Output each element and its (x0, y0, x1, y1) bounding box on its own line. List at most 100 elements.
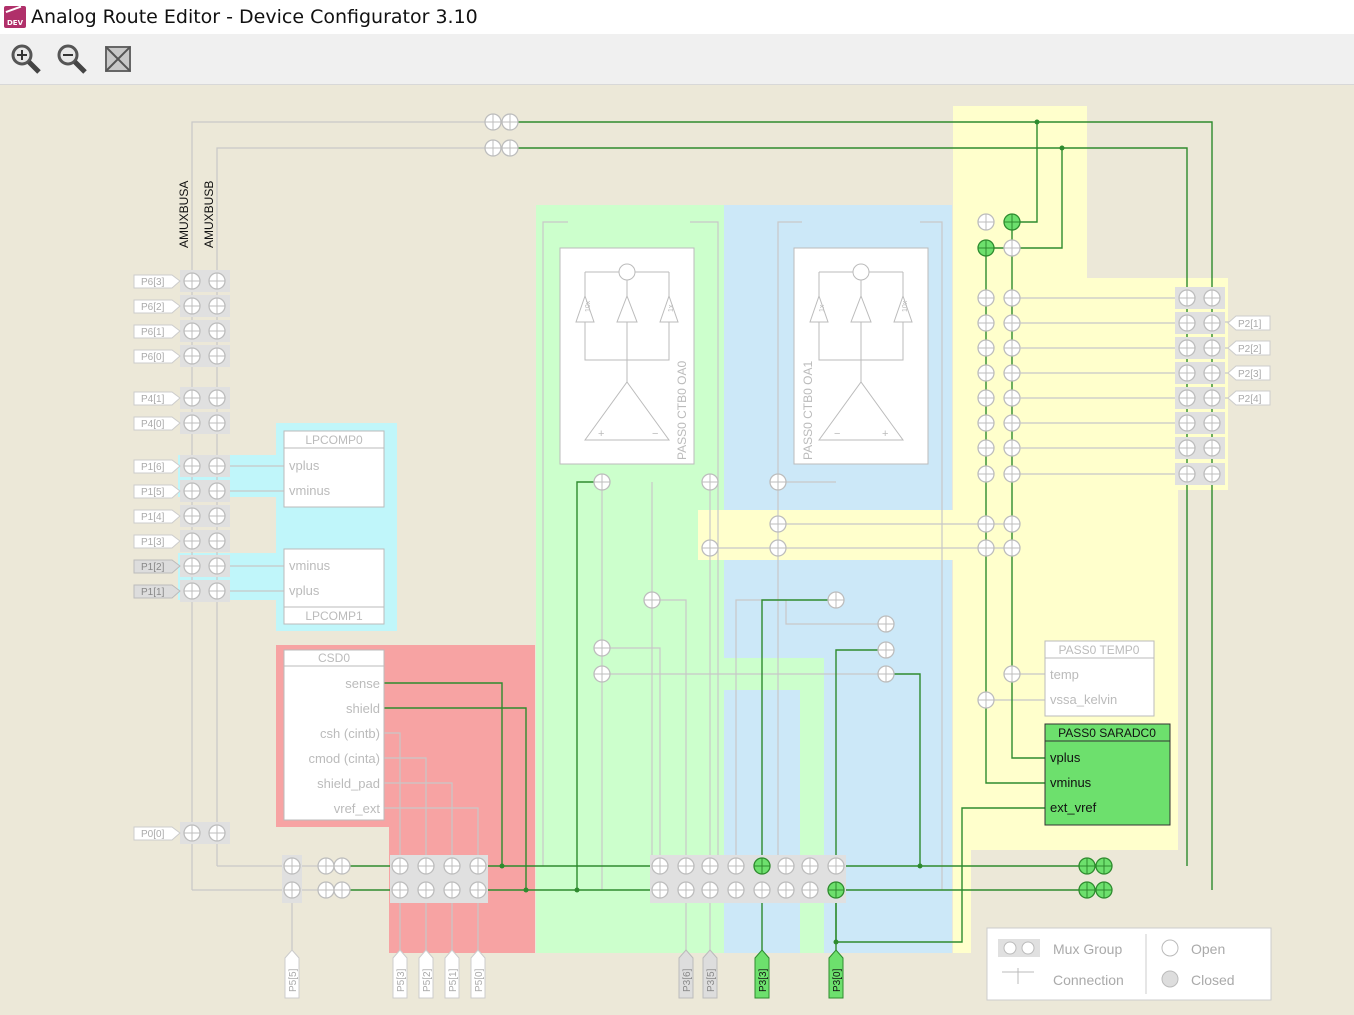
svg-text:P3[0]: P3[0] (832, 968, 843, 992)
svg-text:P5[5]: P5[5] (288, 968, 299, 992)
temp0-block[interactable]: PASS0 TEMP0 temp vssa_kelvin (1044, 640, 1155, 717)
csd0-port-sense: sense (345, 676, 380, 691)
pin-tag: P4[1] (133, 391, 181, 406)
connection-icon (1002, 968, 1034, 984)
oa0-buffer-10x: 10x (585, 300, 592, 312)
svg-text:P2[3]: P2[3] (1238, 369, 1262, 380)
svg-text:P3[6]: P3[6] (682, 968, 693, 992)
lpcomp0-port-vminus: vminus (289, 483, 331, 498)
saradc0-port-vminus: vminus (1050, 775, 1092, 790)
oa0-buffer-1x: 1x (668, 304, 675, 312)
pin-tag: P3[3] (754, 949, 770, 999)
svg-text:+: + (598, 428, 604, 440)
pin-tag: P1[1] (133, 584, 181, 599)
pin-tag: P1[6] (133, 459, 181, 474)
svg-text:P2[2]: P2[2] (1238, 344, 1262, 355)
pin-tag: P3[5] (702, 949, 718, 999)
pin-tag: P6[1] (133, 324, 181, 339)
pin-tag: P2[2] (1227, 340, 1271, 356)
saradc0-title: PASS0 SARADC0 (1058, 726, 1156, 740)
zoom-out-button[interactable] (54, 42, 90, 76)
pin-tag: P3[6] (678, 949, 694, 999)
legend-mux-group: Mux Group (1053, 941, 1122, 957)
svg-text:P5[3]: P5[3] (396, 968, 407, 992)
svg-text:P6[1]: P6[1] (141, 327, 165, 338)
csd0-block[interactable]: CSD0 sense shield csh (cintb) cmod (cint… (283, 649, 385, 821)
pin-tag: P6[3] (133, 274, 181, 289)
lpcomp0-block[interactable]: LPCOMP0 vplus vminus (283, 430, 385, 508)
left-pin-switches[interactable] (180, 270, 230, 844)
csd0-port-shield-pad: shield_pad (317, 776, 380, 791)
route-junctions (499, 119, 1065, 945)
oa1-label: PASS0 CTB0 OA1 (801, 361, 815, 460)
svg-text:P6[3]: P6[3] (141, 277, 165, 288)
svg-text:P3[5]: P3[5] (706, 968, 717, 992)
app-icon-label: DEV (6, 19, 23, 27)
svg-text:P6[2]: P6[2] (141, 302, 165, 313)
pin-tag: P5[0] (470, 949, 486, 999)
amuxbusa-label: AMUXBUSA (177, 181, 191, 248)
zoom-fit-icon (105, 46, 131, 72)
legend: Mux Group Connection Open Closed (986, 927, 1272, 1001)
right-pin-switches[interactable] (1175, 287, 1225, 485)
pin-tag: P4[0] (133, 416, 181, 431)
pin-tag: P3[0] (828, 949, 844, 999)
oa1-buffer-1x: 1x (819, 304, 826, 312)
top-mux-switches[interactable] (484, 113, 519, 157)
zoom-fit-button[interactable] (100, 42, 136, 76)
svg-text:P6[0]: P6[0] (141, 352, 165, 363)
left-pin-tags[interactable]: P6[3] P6[2] P6[1] P6[0] P4[1] P4[0] P1[6… (133, 274, 181, 841)
legend-connection: Connection (1053, 972, 1124, 988)
bottom-switches[interactable] (282, 855, 1113, 903)
oa1-buffer-10x: 10x (902, 300, 909, 312)
route-canvas[interactable]: AMUXBUSA AMUXBUSB P6[3] P6[2] P6[1] P6[0… (0, 85, 1354, 1015)
temp0-title: PASS0 TEMP0 (1059, 643, 1140, 657)
mux-group-icon (998, 939, 1040, 957)
svg-text:P1[2]: P1[2] (141, 562, 165, 573)
saradc0-port-ext-vref: ext_vref (1050, 800, 1097, 815)
pin-tag: P6[2] (133, 299, 181, 314)
svg-text:P5[2]: P5[2] (422, 968, 433, 992)
svg-text:P1[4]: P1[4] (141, 512, 165, 523)
csd0-port-csh: csh (cintb) (320, 726, 380, 741)
saradc0-block[interactable]: PASS0 SARADC0 vplus vminus ext_vref (1044, 723, 1171, 826)
zoom-in-button[interactable] (8, 42, 44, 76)
temp0-port-vssa: vssa_kelvin (1050, 692, 1117, 707)
svg-text:P1[1]: P1[1] (141, 587, 165, 598)
svg-text:P1[3]: P1[3] (141, 537, 165, 548)
svg-text:+: + (882, 428, 888, 440)
svg-text:P2[1]: P2[1] (1238, 319, 1262, 330)
pin-tag: P1[3] (133, 534, 181, 549)
svg-text:P1[6]: P1[6] (141, 462, 165, 473)
legend-closed: Closed (1191, 972, 1235, 988)
pin-tag: P2[4] (1227, 390, 1271, 406)
route-diagram[interactable]: AMUXBUSA AMUXBUSB P6[3] P6[2] P6[1] P6[0… (0, 85, 1354, 1015)
saradc0-port-vplus: vplus (1050, 750, 1081, 765)
oa0-block[interactable]: 10x 1x PASS0 CTB0 OA0 +− (559, 247, 695, 465)
window-title: Analog Route Editor - Device Configurato… (31, 6, 478, 28)
pin-tag: P5[3] (392, 949, 408, 999)
right-pin-tags[interactable]: P2[1] P2[2] P2[3] P2[4] (1227, 315, 1271, 406)
pin-tag: P6[0] (133, 349, 181, 364)
bottom-pin-tags[interactable]: P5[5] P5[3] P5[2] P5[1] P5[0] P3[6] P3[5… (284, 949, 844, 999)
pin-tag: P5[1] (444, 949, 460, 999)
pin-tag: P5[5] (284, 949, 300, 999)
svg-text:P5[1]: P5[1] (448, 968, 459, 992)
svg-text:P5[0]: P5[0] (474, 968, 485, 992)
svg-text:−: − (652, 428, 658, 440)
lpcomp1-block[interactable]: LPCOMP1 vminus vplus (283, 548, 385, 625)
svg-text:−: − (834, 428, 840, 440)
pin-tag: P1[4] (133, 509, 181, 524)
pin-tag: P2[1] (1227, 315, 1271, 331)
title-bar: DEV Analog Route Editor - Device Configu… (0, 0, 1354, 34)
csd0-title: CSD0 (318, 651, 350, 665)
lpcomp0-port-vplus: vplus (289, 458, 320, 473)
pin-tag: P2[3] (1227, 365, 1271, 381)
zoom-in-icon (11, 44, 41, 74)
oa1-block[interactable]: 1x 10x PASS0 CTB0 OA1 − + (793, 247, 929, 465)
pin-tag: P5[2] (418, 949, 434, 999)
lpcomp1-port-vminus: vminus (289, 558, 331, 573)
temp0-port-temp: temp (1050, 667, 1079, 682)
csd0-port-shield: shield (346, 701, 380, 716)
lpcomp1-title: LPCOMP1 (305, 609, 363, 623)
